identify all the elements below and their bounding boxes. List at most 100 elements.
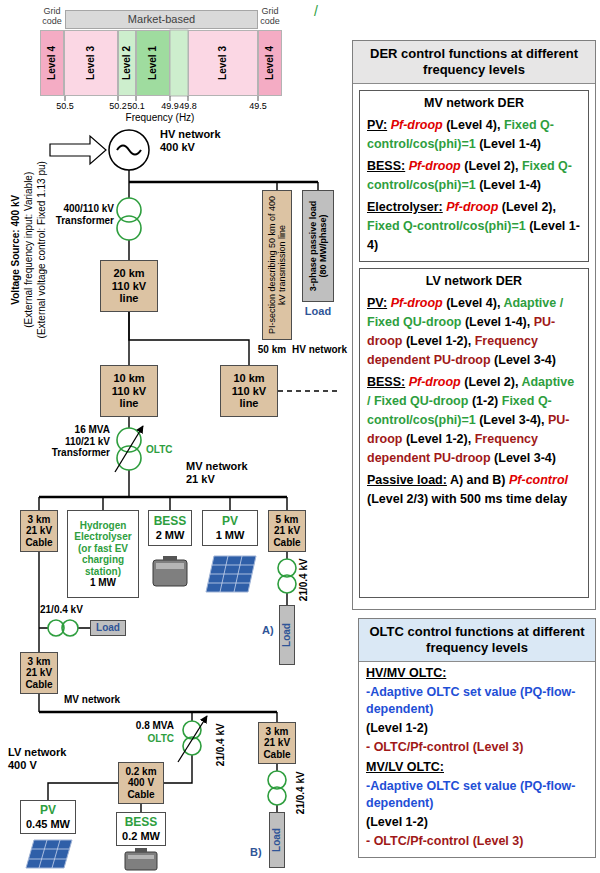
rich-text-run: Pf-droop (446, 200, 498, 214)
source-label: Voltage Source: 400 kV (10, 125, 22, 375)
network-label: MV network (64, 694, 128, 706)
rich-text-run: PV: (367, 118, 387, 132)
electrolyser-box: Hydrogen Electrolyser (or fast EV chargi… (67, 510, 139, 598)
cable-box: 3 km 21 kV Cable (20, 510, 58, 552)
load-box: Load (90, 620, 126, 636)
separator-mark: / (314, 3, 326, 19)
rotated-text-frame: 3-phase passive load (80 MW/phase) (308, 194, 329, 298)
wire-connector (38, 552, 39, 652)
transformer-label: 21/0.4 kV (215, 720, 227, 770)
rich-text-run: (Level 1-4) (479, 137, 541, 151)
text-paragraph: PV: Pf-droop (Level 4), Fixed Q-control/… (367, 116, 581, 154)
transformer-label: 21/0.4 kV (298, 555, 310, 605)
rich-text-run: BESS: (367, 375, 405, 389)
rich-text-run: (Level 1-2) (366, 815, 428, 829)
frequency-tick: 49.5 (246, 101, 270, 111)
rotated-text-frame: Level 4 (46, 32, 58, 94)
cable-box: 5 km 21 kV Cable (268, 510, 306, 552)
rich-text-run: (Level 3-4), (479, 413, 544, 427)
rich-text-run: DER control functions at different frequ… (370, 46, 578, 77)
pv-panel-icon (206, 556, 256, 592)
rich-text-run: Electrolyser: (367, 200, 443, 214)
text-paragraph: LV network DER (367, 272, 581, 291)
battery-highlight (128, 855, 154, 859)
box-text: 0.2 MW (120, 830, 162, 843)
box-text: PI-section describing 50 km of 400 kV tr… (267, 194, 288, 336)
text-paragraph: BESS: Pf-droop (Level 2), Fixed Q-contro… (367, 157, 581, 195)
rotated-text-frame: Level 1 (147, 32, 159, 94)
transformer-winding (62, 620, 78, 636)
text-paragraph: -Adaptive OLTC set value (PQ-flow-depend… (366, 684, 588, 718)
network-label: MV network 21 kV (186, 460, 254, 485)
pv-panel-grid (29, 840, 70, 868)
box-text: Load (271, 814, 283, 866)
rich-text-run: LV network DER (426, 274, 522, 288)
load-label: Load (300, 305, 336, 318)
rich-text-run: Pf-droop (409, 375, 461, 389)
box-text: Market-based (67, 13, 256, 26)
rich-text-run: MV network DER (424, 96, 524, 110)
rotated-text-frame: Load (281, 607, 293, 663)
frequency-level-band: Level 4 (258, 30, 282, 96)
text-paragraph: MV network DER (367, 94, 581, 113)
cable-box: 3 km 21 kV Cable (258, 722, 296, 764)
rich-text-run: (Level 1-2), (406, 432, 471, 446)
grid-code-label: Grid code (37, 6, 67, 27)
box-text: 2 MW (152, 529, 188, 542)
wire-connector (140, 804, 141, 812)
source-label: (External voltage control: Fixed 1.13 pu… (36, 125, 48, 375)
rotated-text-frame: Level 2 (121, 32, 133, 94)
oltc-panel: OLTC control functions at different freq… (358, 618, 596, 858)
market-band-header: Market-based (65, 10, 258, 29)
transformer-label: 400/110 kV Transformer (44, 203, 114, 226)
line-section-box: 20 km 110 kV line (100, 260, 158, 312)
box-text: Level 3 (85, 32, 97, 94)
rich-text-run: Pf-droop (391, 296, 443, 310)
rich-text-run: -Adaptive OLTC set value (PQ-flow-depend… (366, 779, 576, 810)
continuation-line (278, 390, 340, 391)
rich-text-run: (Level 1-2) (366, 721, 428, 735)
box-text: 3 km 21 kV Cable (24, 656, 54, 691)
frequency-tick: 50.1 (124, 101, 148, 111)
pv-panel-grid (208, 556, 254, 592)
box-text: Level 1 (147, 32, 159, 94)
rich-text-run: (Level 2), (464, 159, 518, 173)
transformer-label: 21/0.4 kV (295, 768, 307, 818)
box-text: Load (92, 622, 124, 634)
text-paragraph: - OLTC/Pf-control (Level 3) (366, 739, 588, 756)
grid-code-label: Grid code (255, 6, 285, 27)
voltage-source-symbol (109, 130, 149, 170)
box-text: 3 km 21 kV Cable (24, 514, 54, 549)
rich-text-run: (Level 2), (464, 375, 518, 389)
rich-text-run: (Level 1-4) (479, 178, 541, 192)
battery-terminal (163, 556, 177, 560)
line-section-box: PI-section describing 50 km of 400 kV tr… (262, 190, 292, 340)
rotated-text-frame: Load (271, 814, 283, 866)
box-text: PV (24, 804, 72, 818)
rich-text-run: OLTC control functions at different freq… (370, 624, 585, 655)
box-text: 3 km 21 kV Cable (262, 726, 292, 761)
rich-text-run: Pf-droop (391, 118, 443, 132)
rotated-text-frame: Level 3 (217, 32, 229, 94)
load-box: Load (279, 605, 295, 665)
rich-text-run: Passive load: (367, 473, 447, 487)
rich-text-run: - OLTC/Pf-control (Level 3) (366, 740, 523, 754)
line-section-box: 10 km 110 kV line (220, 365, 278, 417)
text-paragraph: MV/LV OLTC: (366, 759, 588, 776)
box-text: 10 km 110 kV line (105, 372, 153, 410)
network-label: LV network 400 V (8, 746, 78, 771)
text-paragraph: DER control functions at different frequ… (353, 41, 595, 84)
cable-box: 0.2 km 400 V Cable (118, 762, 164, 804)
box-text: Hydrogen Electrolyser (or fast EV chargi… (71, 520, 135, 578)
network-label: HV network (292, 344, 350, 356)
length-label: 50 km (254, 344, 290, 356)
rich-text-run: (Level 2), (502, 200, 556, 214)
box-text: 20 km 110 kV line (105, 267, 153, 305)
ac-symbol (117, 146, 141, 155)
branch-tag: A) (262, 624, 278, 637)
frequency-level-band: Level 2 (118, 30, 136, 96)
transformer-label: 16 MVA 110/21 kV Transformer (46, 424, 110, 459)
text-paragraph: PV: Pf-droop (Level 4), Adaptive / Fixed… (367, 294, 581, 370)
oltc-label: OLTC (118, 733, 174, 745)
